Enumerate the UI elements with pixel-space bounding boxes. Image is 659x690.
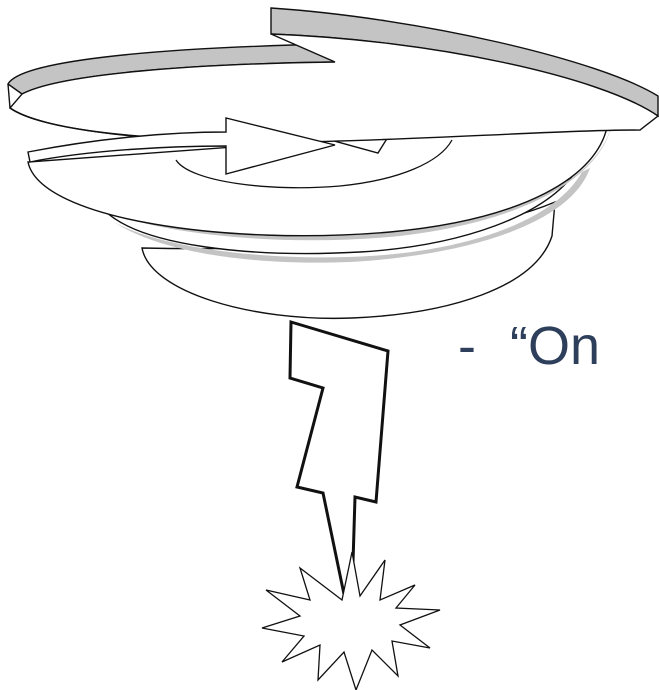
impact-burst — [262, 552, 440, 690]
bullet-text: “On — [510, 316, 600, 376]
tornado-funnel-icon — [8, 8, 658, 318]
funnel-ring-surface — [10, 34, 658, 142]
bullet-dash: - — [458, 316, 476, 376]
bullet-point: -“On — [458, 314, 600, 378]
impact-burst-icon — [262, 552, 440, 690]
